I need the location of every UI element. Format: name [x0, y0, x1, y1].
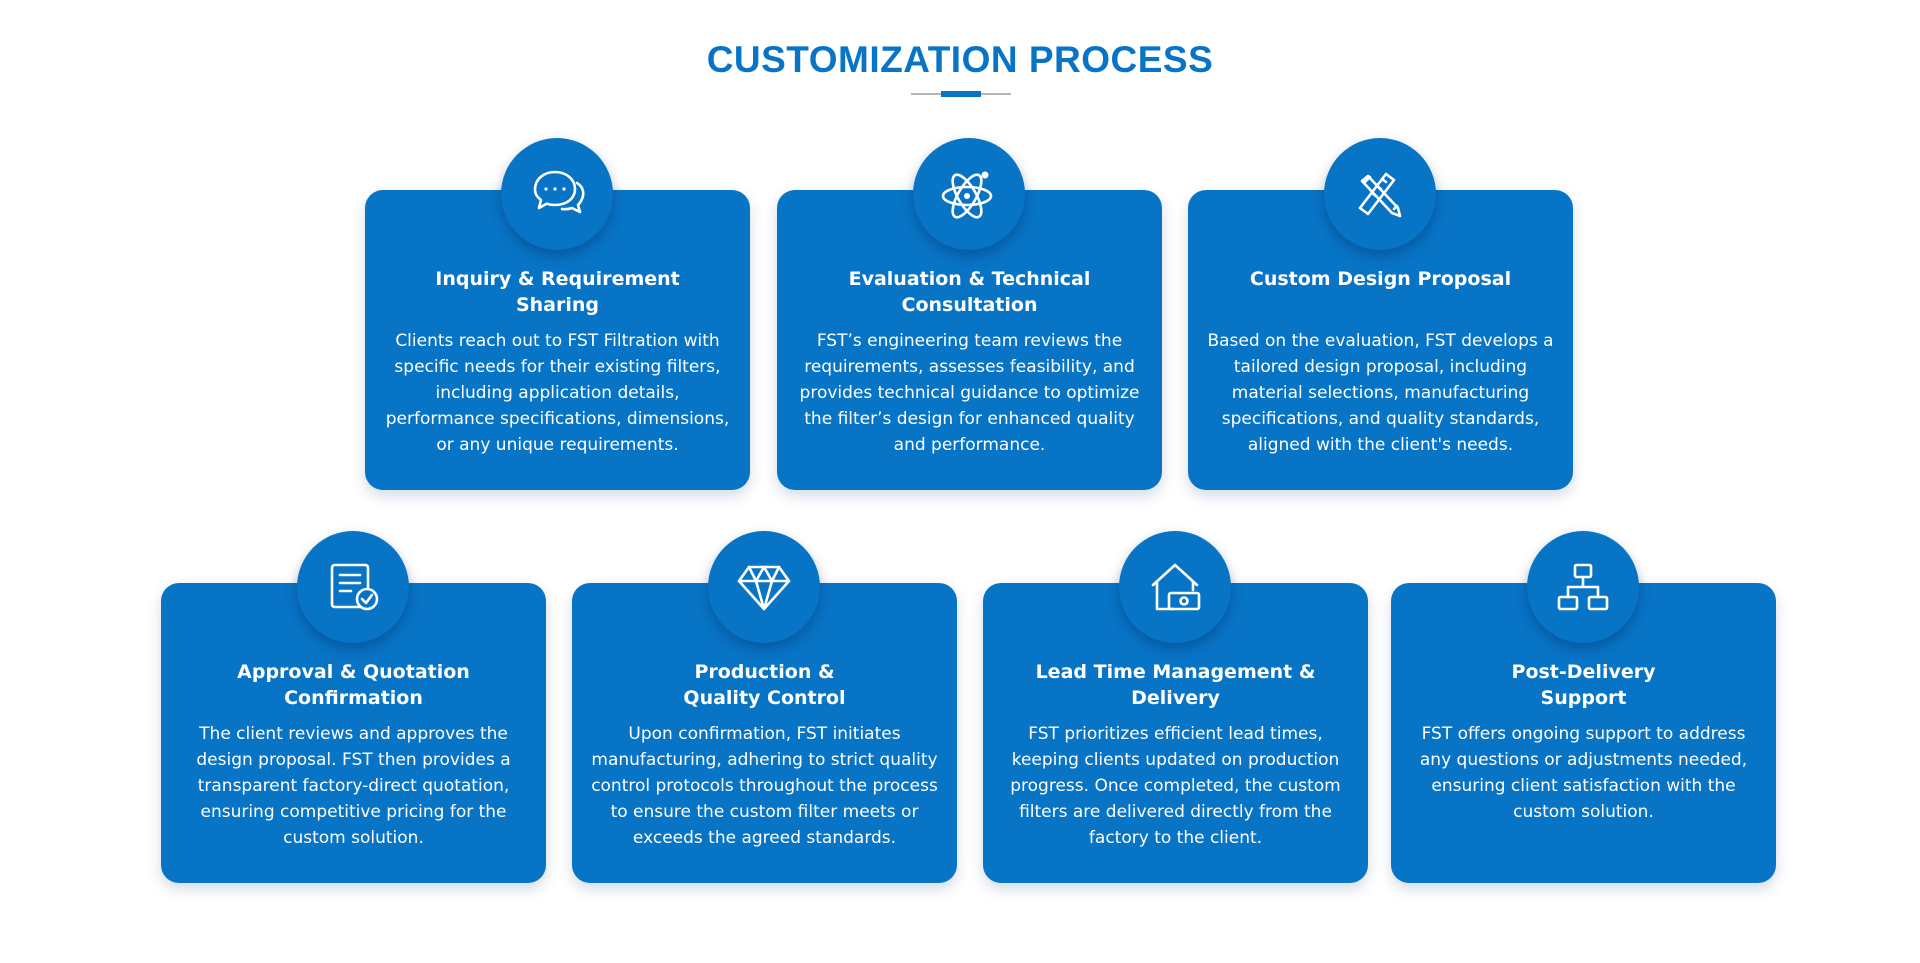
step-description: Clients reach out to FST Filtration with… — [385, 331, 730, 455]
diamond-icon — [708, 531, 820, 643]
pencil-ruler-icon — [1324, 138, 1436, 250]
step-card-design: Custom Design Proposal Based on the eval… — [1188, 138, 1573, 490]
step-title: Inquiry & Requirement Sharing — [435, 268, 680, 316]
house-delivery-icon — [1119, 531, 1231, 643]
step-description: Based on the evaluation, FST develops a … — [1207, 331, 1554, 455]
chat-bubbles-icon — [501, 138, 613, 250]
step-card-support: Post-Delivery Support FST offers ongoing… — [1391, 531, 1776, 883]
step-description: The client reviews and approves the desi… — [196, 724, 511, 848]
document-check-icon — [297, 531, 409, 643]
atom-icon — [913, 138, 1025, 250]
step-card-production: Production & Quality Control Upon confir… — [572, 531, 957, 883]
step-card-evaluation: Evaluation & Technical Consultation FST’… — [777, 138, 1162, 490]
step-title: Approval & Quotation Confirmation — [237, 661, 470, 709]
step-description: FST’s engineering team reviews the requi… — [799, 331, 1140, 455]
step-description: FST offers ongoing support to address an… — [1419, 724, 1748, 822]
step-title: Post-Delivery Support — [1511, 661, 1656, 709]
page-title: CUSTOMIZATION PROCESS — [706, 39, 1214, 80]
step-card-inquiry: Inquiry & Requirement Sharing Clients re… — [365, 138, 750, 490]
step-title: Custom Design Proposal — [1249, 268, 1512, 290]
title-underline — [911, 91, 1011, 97]
step-card-delivery: Lead Time Management & Delivery FST prio… — [983, 531, 1368, 883]
step-title: Lead Time Management & Delivery — [1035, 661, 1316, 709]
step-card-approval: Approval & Quotation Confirmation The cl… — [161, 531, 546, 883]
step-title: Production & Quality Control — [683, 661, 846, 709]
hierarchy-icon — [1527, 531, 1639, 643]
step-description: FST prioritizes efficient lead times, ke… — [1010, 724, 1341, 848]
title-underline-accent — [941, 91, 981, 97]
step-title: Evaluation & Technical Consultation — [848, 268, 1091, 316]
step-description: Upon confirmation, FST initiates manufac… — [591, 724, 938, 848]
